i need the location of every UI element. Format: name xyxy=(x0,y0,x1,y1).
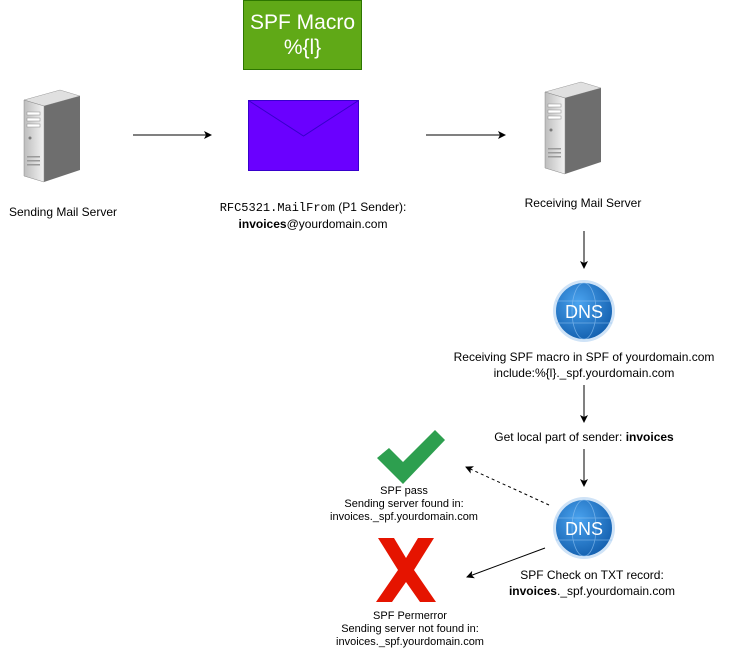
macro-title: SPF Macro xyxy=(249,11,356,34)
fail-line3: invoices._spf.yourdomain.com xyxy=(336,636,484,648)
receiving-server-icon xyxy=(544,81,602,175)
checkmark-icon xyxy=(377,430,445,484)
fail-line1: SPF Permerror xyxy=(373,610,447,622)
sender-domain: @yourdomain.com xyxy=(286,217,388,231)
sending-server-icon xyxy=(23,89,81,183)
dns2-description: SPF Check on TXT record: invoices._spf.y… xyxy=(486,567,698,599)
dns2-line2-rest: ._spf.yourdomain.com xyxy=(556,584,676,598)
dns1-line1: Receiving SPF macro in SPF of yourdomain… xyxy=(453,350,715,364)
dns-text-1: DNS xyxy=(565,302,603,322)
spf-fail-label: SPF Permerror Sending server not found i… xyxy=(318,610,502,649)
arrow-dns2-to-fail xyxy=(466,547,546,579)
local-part-value: invoices xyxy=(625,430,674,444)
dns-globe-icon: DNS xyxy=(553,497,615,559)
local-part-label: Get local part of sender: invoices xyxy=(466,429,702,445)
dns2-line1: SPF Check on TXT record: xyxy=(520,568,664,582)
sending-server-label: Sending Mail Server xyxy=(8,205,118,219)
mailfrom-code: RFC5321.MailFrom xyxy=(219,201,335,215)
dns2-line2-bold: invoices xyxy=(508,584,557,598)
spf-macro-box: SPF Macro %{l} xyxy=(243,0,362,70)
envelope-icon xyxy=(248,100,359,171)
local-part-prefix: Get local part of sender: xyxy=(494,430,626,444)
fail-line2: Sending server not found in: xyxy=(341,623,479,635)
dns-text-2: DNS xyxy=(565,519,603,539)
pass-line1: SPF pass xyxy=(380,485,428,497)
dns-globe-icon: DNS xyxy=(553,280,615,342)
dns1-description: Receiving SPF macro in SPF of yourdomain… xyxy=(436,349,732,381)
receiving-server-label: Receiving Mail Server xyxy=(524,196,642,210)
cross-icon xyxy=(376,538,436,602)
macro-value: %{l} xyxy=(283,36,322,59)
mailfrom-suffix: (P1 Sender): xyxy=(334,200,407,214)
mailfrom-label: RFC5321.MailFrom (P1 Sender): invoices@y… xyxy=(205,199,421,232)
pass-line2: Sending server found in: xyxy=(344,498,464,510)
dns1-line2: include:%{l}._spf.yourdomain.com xyxy=(493,366,675,380)
sender-local-part: invoices xyxy=(238,217,287,231)
pass-line3: invoices._spf.yourdomain.com xyxy=(330,511,478,523)
spf-pass-label: SPF pass Sending server found in: invoic… xyxy=(316,485,492,524)
